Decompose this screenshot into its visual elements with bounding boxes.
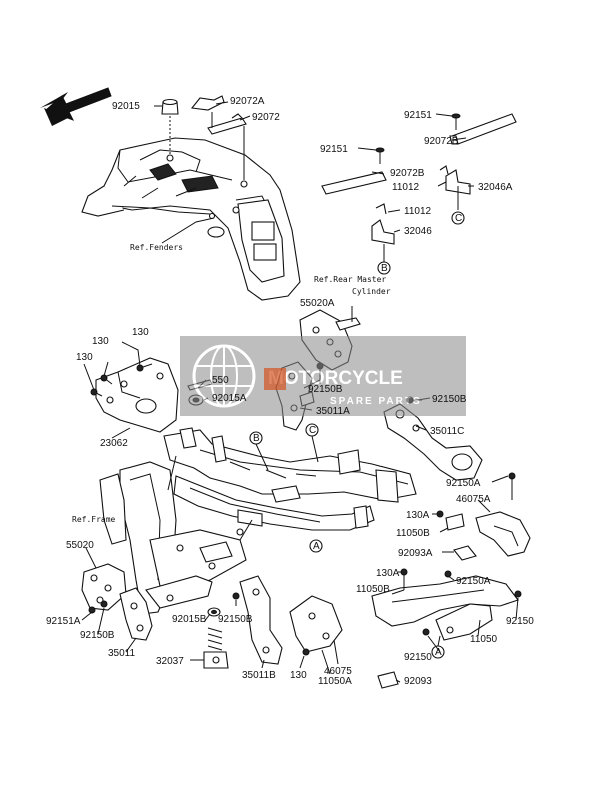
spring-32037 [203, 627, 229, 669]
marker-b-frame-text: B [253, 433, 260, 444]
marker-a-lower-text: A [435, 647, 442, 658]
cover-46075A [475, 511, 531, 557]
label-550: 550 [212, 375, 229, 386]
watermark: MOTORCYCLE SPARE PARTS [180, 336, 466, 416]
label-11012-a: 11012 [392, 182, 420, 193]
label-32037: 32037 [156, 656, 184, 667]
clip-11050B-a [445, 513, 465, 531]
label-92072A: 92072A [230, 96, 265, 107]
label-92015A: 92015A [212, 393, 247, 404]
band-92072A [190, 95, 225, 111]
label-92015B: 92015B [172, 614, 207, 625]
label-92072B-right: 92072B [424, 136, 459, 147]
label-130-c: 130 [76, 352, 93, 363]
marker-c-frame-text: C [309, 425, 316, 436]
label-35011A: 35011A [316, 406, 350, 417]
bolt-92150B-d [232, 592, 240, 600]
plate-11050A [289, 595, 343, 653]
label-11050B-a: 11050B [396, 528, 430, 539]
label-92151-right: 92151 [404, 110, 432, 121]
label-92150B-a: 92150B [308, 384, 343, 395]
front-direction-arrow-icon [40, 87, 112, 126]
label-92150B-d: 92150B [218, 614, 253, 625]
label-35011: 35011 [108, 648, 136, 659]
label-92093: 92093 [404, 676, 432, 687]
guard-23062 [95, 357, 179, 433]
ref-fenders-label: Ref.Fenders [130, 243, 183, 252]
grommet-92093 [377, 671, 399, 689]
label-32046: 32046 [404, 226, 432, 237]
bracket-11050 [435, 603, 493, 641]
battery-strap-left [321, 171, 387, 195]
marker-b-upper [377, 261, 391, 275]
marker-b-upper-text: B [381, 263, 388, 274]
bolt-130-d [302, 648, 310, 656]
label-92151-left: 92151 [320, 144, 348, 155]
bracket-32046 [371, 203, 395, 262]
marker-c-upper-text: C [455, 213, 462, 224]
label-130A-a: 130A [406, 510, 430, 521]
label-92151A: 92151A [46, 616, 81, 627]
label-11012-b: 11012 [404, 206, 432, 217]
cover-46075 [371, 575, 519, 627]
label-46075A: 46075A [456, 494, 491, 505]
watermark-sub: SPARE PARTS [330, 396, 422, 407]
label-32046A: 32046A [478, 182, 513, 193]
ref-rear-master-line2: Cylinder [352, 287, 391, 296]
footrest-holder-35011 [119, 587, 153, 641]
label-55020: 55020 [66, 540, 94, 551]
label-92072B-left: 92072B [390, 168, 425, 179]
label-92015-top: 92015 [112, 101, 140, 112]
label-35011C: 35011C [430, 426, 464, 437]
label-46075: 46075 [324, 666, 352, 677]
label-130-d: 130 [290, 670, 307, 681]
ref-frame-label: Ref.Frame [72, 515, 116, 524]
watermark-brand: MOTORCYCLE [268, 368, 403, 389]
band-92072 [207, 113, 247, 135]
bolt-92150-b [514, 590, 522, 598]
grommet-92015 [161, 98, 179, 115]
holder-35011B [239, 575, 283, 665]
battery-strap-right [449, 113, 517, 145]
marker-a-frame-text: A [313, 541, 320, 552]
watermark-m-badge-icon [264, 368, 286, 390]
label-130-a: 130 [132, 327, 149, 338]
bolt-92151A [88, 606, 96, 614]
grommet-92015B [207, 607, 221, 617]
label-92150-a: 92150 [404, 652, 432, 663]
grommet-92093A [453, 545, 477, 561]
bolt-92150A-b [444, 570, 452, 578]
bolt-92150-a [422, 628, 430, 636]
label-92093A: 92093A [398, 548, 433, 559]
leader-lines [81, 101, 519, 683]
label-92072: 92072 [252, 112, 280, 123]
label-130-b: 130 [92, 336, 109, 347]
label-92150A-a: 92150A [446, 478, 481, 489]
label-130A-b: 130A [376, 568, 400, 579]
label-92150-b: 92150 [506, 616, 534, 627]
ref-rear-master-line1: Ref.Rear Master [314, 275, 386, 284]
label-11050A: 11050A [318, 676, 352, 687]
label-23062: 23062 [100, 438, 128, 449]
label-92150B-b: 92150B [432, 394, 467, 405]
label-35011B: 35011B [242, 670, 276, 681]
footpeg-bracket-55020 [81, 563, 127, 611]
marker-c-upper [451, 211, 465, 225]
marker-a-frame [309, 539, 323, 553]
label-55020A: 55020A [300, 298, 335, 309]
label-92150A-b: 92150A [456, 576, 491, 587]
main-frame [99, 427, 417, 615]
bracket-32046A [439, 165, 471, 210]
rear-fender-assembly [81, 137, 301, 301]
label-92150B-c: 92150B [80, 630, 115, 641]
screw-92151-right [451, 113, 461, 130]
screw-92151-left [375, 147, 385, 164]
label-11050B-b: 11050B [356, 584, 390, 595]
bolt-92150B-c [100, 600, 108, 608]
label-11050: 11050 [470, 634, 498, 645]
